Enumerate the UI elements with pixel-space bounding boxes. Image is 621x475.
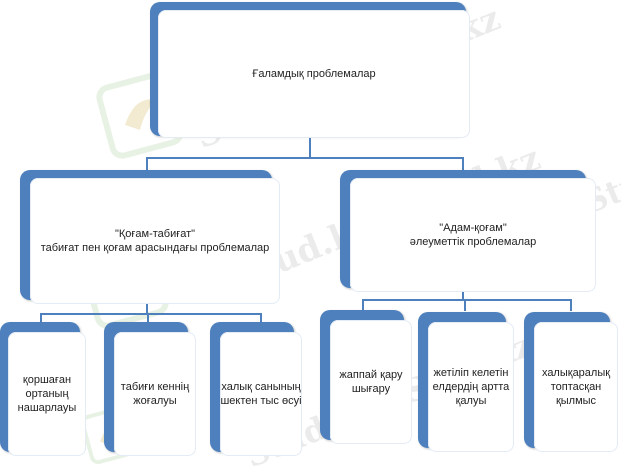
connector-to-leaf1 [40, 313, 42, 323]
connector-right-horizontal [362, 299, 572, 301]
node-left: "Қоғам-табиғат" табиғат пен қоғам арасын… [20, 170, 280, 304]
node-leaf-3: халық санының шектен тыс өсуі [210, 322, 302, 456]
connector-root-down [309, 136, 311, 158]
node-leaf-3-label: халық санының шектен тыс өсуі [220, 381, 302, 407]
node-leaf-6-label: халықаралық топтасқан қылмыс [541, 367, 611, 407]
connector-to-leaf3 [260, 313, 262, 323]
node-left-subtitle: табиғат пен қоғам арасындағы проблемалар [40, 242, 270, 254]
connector-left-down [146, 302, 148, 314]
connector-right-down [462, 290, 464, 300]
connector-to-leaf6 [570, 299, 572, 311]
node-root-label: Ғаламдық проблемалар [252, 68, 376, 80]
node-leaf-2: табиғи кеннің жоғалуы [104, 322, 196, 456]
connector-to-leaf5 [464, 299, 466, 311]
node-leaf-1: қоршаған ортаның нашарлауы [0, 322, 86, 456]
connector-to-leaf2 [147, 313, 149, 323]
node-leaf-2-label: табиғи кеннің жоғалуы [120, 381, 190, 407]
node-right-subtitle: әлеуметтік проблемалар [409, 236, 537, 248]
connector-to-right [462, 157, 464, 171]
node-root: Ғаламдық проблемалар [150, 2, 470, 138]
node-left-title: "Қоғам-табиғат" [114, 228, 196, 240]
node-leaf-5-label: жетіліп келетін елдердің артта қалуы [432, 367, 510, 407]
node-right-title: "Адам-қоғам" [439, 222, 507, 234]
connector-to-leaf4 [362, 299, 364, 311]
connector-to-left [146, 157, 148, 171]
node-leaf-1-label: қоршаған ортаның нашарлауы [17, 374, 77, 414]
connector-level1-horizontal [146, 157, 464, 159]
node-right: "Адам-қоғам" әлеуметтік проблемалар [340, 170, 596, 292]
node-leaf-4: жаппай қару шығару [320, 310, 412, 444]
node-leaf-5: жетіліп келетін елдердің артта қалуы [418, 312, 514, 452]
node-leaf-4-label: жаппай қару шығару [339, 369, 403, 395]
connector-left-horizontal [40, 313, 262, 315]
node-leaf-6: халықаралық топтасқан қылмыс [524, 312, 620, 452]
